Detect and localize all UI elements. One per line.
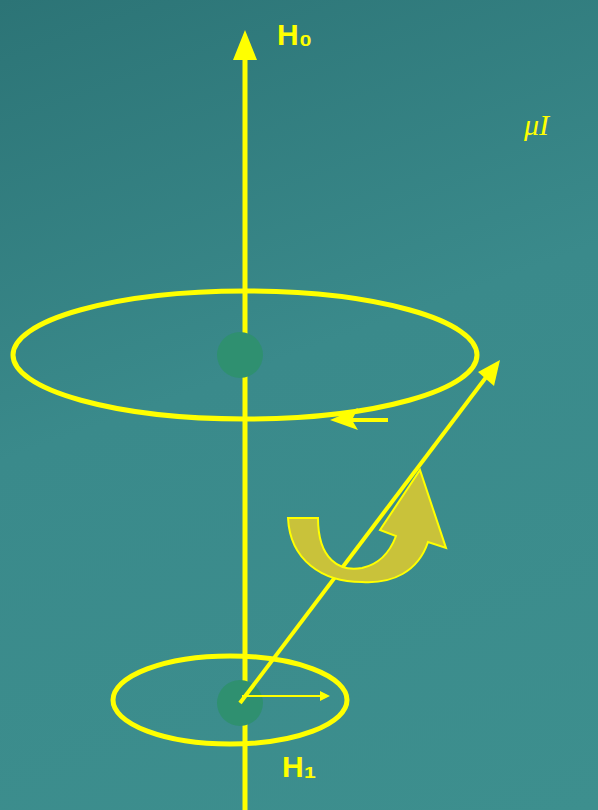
rf-field-vector bbox=[242, 695, 328, 697]
rotation-arrowhead bbox=[330, 408, 358, 430]
moment-arrowhead bbox=[478, 360, 500, 386]
field-label: H₁ bbox=[282, 752, 316, 782]
moment-label: μI bbox=[524, 110, 549, 140]
nucleus-dot bbox=[217, 332, 263, 378]
field-label: H₀ bbox=[277, 20, 312, 50]
precession-orbit bbox=[13, 291, 477, 419]
axis-arrowhead bbox=[233, 30, 257, 60]
tipping-arrow bbox=[288, 470, 446, 582]
rf-field-orbit bbox=[113, 656, 347, 744]
moment-vector bbox=[240, 372, 490, 703]
